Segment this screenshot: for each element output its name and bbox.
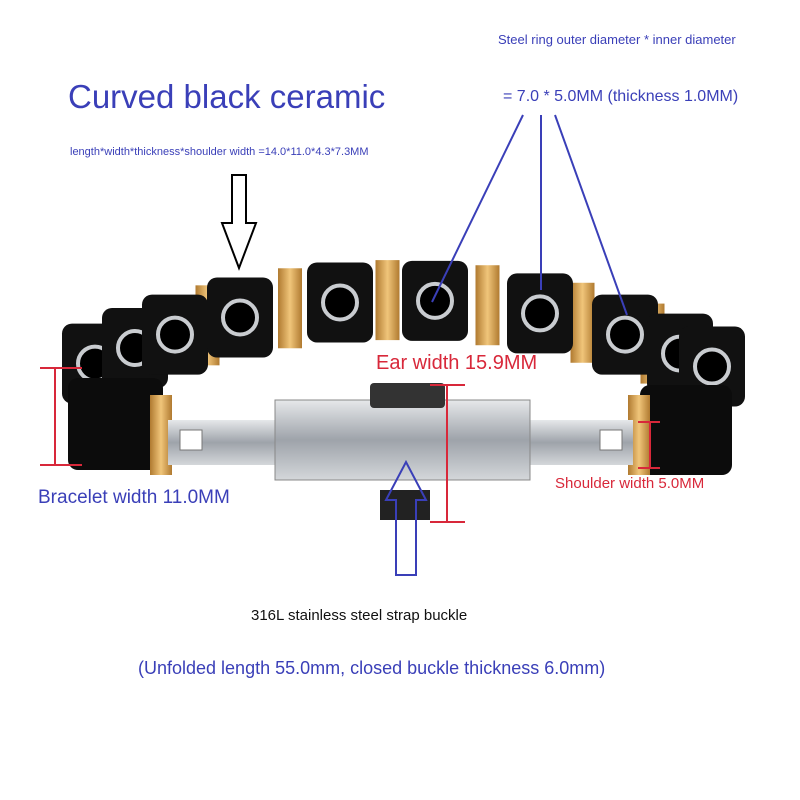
right-gold-shoulder xyxy=(628,395,650,475)
steel-ring xyxy=(321,283,359,322)
steel-ring xyxy=(606,315,644,354)
ceramic-link xyxy=(507,273,573,354)
title: Curved black ceramic xyxy=(68,78,386,115)
shoulder-width-label: Shoulder width 5.0MM xyxy=(555,475,705,492)
steel-ring xyxy=(521,294,559,333)
ceramic-link xyxy=(142,294,208,375)
steel-ring xyxy=(416,281,454,320)
ear-width-label: Ear width 15.9MM xyxy=(376,352,538,374)
buckle-arrow xyxy=(384,459,428,576)
ceramic-link xyxy=(307,262,373,343)
ring-label: Steel ring outer diameter * inner diamet… xyxy=(498,32,736,47)
buckle-label: 316L stainless steel strap buckle xyxy=(251,607,468,624)
gold-connector xyxy=(475,265,500,346)
left-end-link xyxy=(68,378,163,470)
ring-pointer-lines xyxy=(431,114,628,316)
dimension-lines xyxy=(40,367,660,523)
ceramic-link xyxy=(402,260,468,341)
ring-dimensions: = 7.0 * 5.0MM (thickness 1.0MM) xyxy=(503,88,739,105)
ceramic-arrow xyxy=(220,174,258,271)
buckle-top xyxy=(370,383,445,408)
gold-connector xyxy=(278,268,302,349)
buckle-dimensions: (Unfolded length 55.0mm, closed buckle t… xyxy=(138,658,606,678)
gold-connector xyxy=(570,282,595,363)
bracelet-width-label: Bracelet width 11.0MM xyxy=(38,487,230,508)
strap-slot-right xyxy=(599,429,623,451)
gold-connector xyxy=(375,260,400,341)
left-gold-shoulder xyxy=(150,395,172,475)
ceramic-dimensions: length*width*thickness*shoulder width =1… xyxy=(70,146,369,158)
steel-ring xyxy=(221,298,259,337)
ceramic-link xyxy=(592,294,658,375)
strap-slot-left xyxy=(179,429,203,451)
ceramic-link xyxy=(207,277,273,358)
steel-ring xyxy=(156,315,194,354)
steel-ring xyxy=(693,347,731,386)
right-end-link xyxy=(640,385,732,475)
